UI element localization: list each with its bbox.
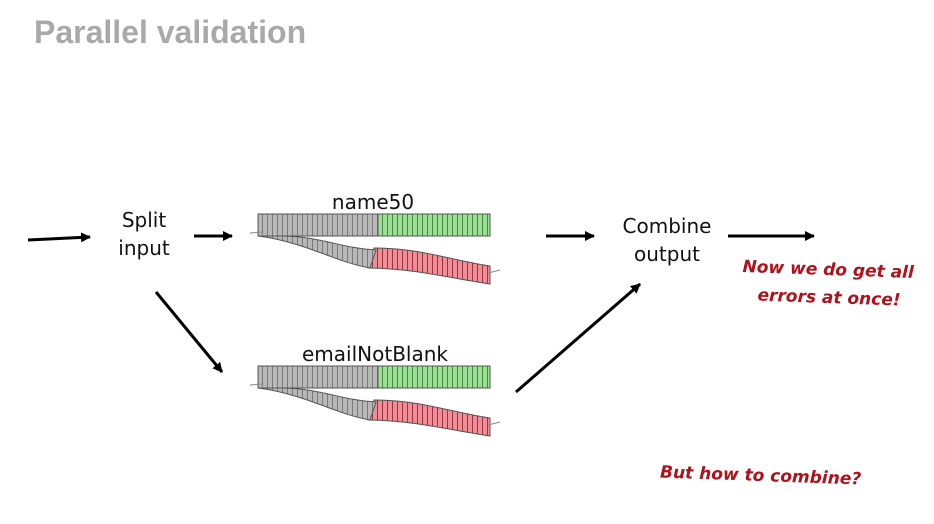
track-bottom-label: emailNotBlank [302,342,448,366]
track-top-label: name50 [331,190,415,214]
slide-title: Parallel validation [34,14,307,50]
split-label-line-1: Split [121,208,167,232]
combine-label-line-1: Combine [622,214,712,238]
track-switch-top [249,213,501,285]
combine-label-line-2: output [634,242,700,266]
split-label-line-2: input [118,236,170,260]
split-input-label: Split input [104,206,184,262]
arrow-input [27,232,91,243]
combine-output-label: Combine output [612,212,722,268]
arrow-split-to-bottom [154,291,224,373]
track-switch-bottom [249,365,501,437]
arrow-bottom-to-combine [515,282,641,394]
